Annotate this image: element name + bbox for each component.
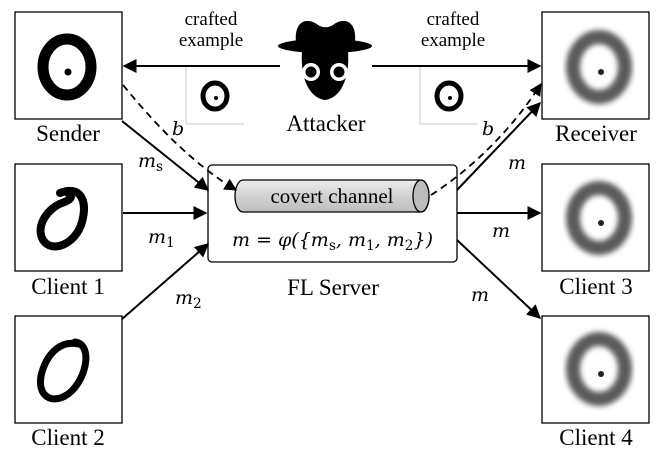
sender-to-server-arrow: [121, 120, 210, 191]
attacker-label: Attacker: [286, 111, 366, 136]
sender-to-channel-dashed-arrow: [122, 84, 238, 191]
edge-label-m-client4: m: [471, 284, 490, 306]
server-to-client4-arrow: [456, 239, 542, 319]
edge-label-m1: m1: [148, 226, 175, 252]
client2-label: Client 2: [31, 425, 105, 450]
sender-label: Sender: [36, 121, 100, 146]
client2-image: [14, 315, 123, 424]
crafted-example-left-image: [185, 66, 244, 125]
client1-image: [14, 163, 123, 272]
edge-label-m-receiver: m: [508, 152, 527, 174]
client2-to-server-arrow: [121, 243, 210, 320]
client4-label: Client 4: [559, 425, 633, 450]
edge-label-m-client3: m: [492, 220, 511, 242]
sender-image: [14, 11, 123, 120]
attacker-spy-icon: [278, 20, 372, 100]
covert-channel-label: covert channel: [270, 184, 394, 208]
crafted-example-right-image: [419, 66, 478, 125]
client1-label: Client 1: [31, 274, 105, 299]
aggregation-formula: m = φ({ms, m1, m2}): [231, 229, 433, 255]
server-to-receiver-arrow: [456, 101, 541, 191]
client4-image: [541, 315, 650, 424]
receiver-image: [541, 11, 650, 120]
crafted-example-left-label: crafted example: [178, 9, 244, 51]
edge-label-b-left: b: [172, 118, 185, 140]
channel-to-receiver-dashed-arrow: [430, 82, 542, 196]
client3-image: [541, 163, 650, 272]
fl-server-label: FL Server: [287, 275, 379, 300]
client3-label: Client 3: [559, 274, 633, 299]
edge-label-m2: m2: [175, 287, 202, 313]
crafted-example-right-label: crafted example: [420, 9, 486, 51]
edge-label-ms: ms: [138, 150, 164, 176]
edge-label-b-right: b: [482, 118, 495, 140]
receiver-label: Receiver: [555, 121, 637, 146]
